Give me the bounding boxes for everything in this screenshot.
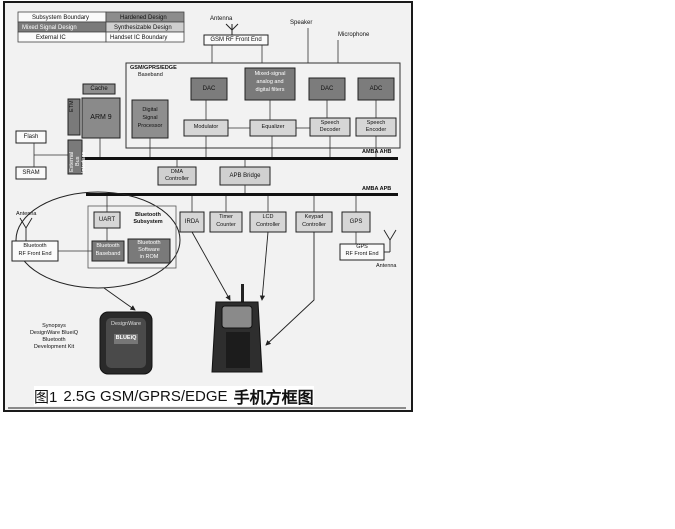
mixed-label-2: analog and: [256, 79, 284, 85]
antenna-left-label: Antenna: [16, 211, 37, 217]
caption-title-latin: 2.5G GSM/GPRS/EDGE: [63, 387, 228, 405]
baseband-boundary: [125, 62, 401, 149]
legend-external-ic: External IC: [36, 35, 66, 41]
dma-label-1: DMA: [170, 169, 184, 175]
kit-label-2: DesignWare BlueiQ: [29, 330, 79, 336]
speech-encoder-label-2: Encoder: [365, 127, 387, 133]
flash-label: Flash: [23, 134, 39, 140]
gps-label: GPS: [349, 219, 363, 225]
bt-software-label-2: Software: [138, 247, 160, 253]
antenna-top-icon: [225, 23, 239, 35]
equalizer-label: Equalizer: [261, 124, 285, 130]
cache-box: [82, 83, 116, 95]
subsystem-title: GSM/GPRS/EDGE: [130, 65, 177, 71]
legend-handset-ic: Handset IC Boundary: [110, 35, 168, 41]
sram-box: [15, 166, 47, 180]
bt-software-label-3: in ROM: [139, 254, 159, 260]
antenna-right-icon: [383, 229, 397, 253]
subsystem-subtitle: Baseband: [138, 72, 163, 78]
device-brand-label: DesignWare: [110, 321, 142, 327]
keypad-label-1: Keypad: [304, 214, 324, 220]
bt-software-box: [127, 238, 171, 264]
caption-title-cjk: 手机方框图: [233, 388, 314, 407]
legend: [17, 11, 185, 43]
gps-rf-label-2: RF Front End: [345, 251, 379, 257]
bluetooth-ellipse: [15, 191, 181, 289]
kit-label-4: Development Kit: [33, 344, 75, 350]
apb-bridge-label: APB Bridge: [229, 173, 261, 179]
ebi-label-3: Interface: [81, 151, 87, 173]
timer-label-1: Timer: [219, 214, 233, 220]
speech-decoder-label-1: Speech: [320, 120, 340, 126]
dev-kit-device: [99, 311, 153, 375]
amba-ahb-bus: [82, 157, 398, 160]
dsp-label-3: Processor: [137, 123, 163, 129]
antenna-left-icon: [19, 217, 33, 241]
bt-software-label-1: Bluetooth: [137, 240, 161, 246]
lcd-label-1: LCD: [262, 214, 274, 220]
uart-label: UART: [98, 217, 116, 223]
amba-apb-label: AMBA APB: [362, 186, 392, 192]
kit-label-1: Synopsys: [42, 323, 66, 329]
speech-encoder-label-1: Speech: [366, 120, 386, 126]
figure-caption: 图1 2.5G GSM/GPRS/EDGE 手机方框图: [34, 386, 314, 407]
device-badge-label: BLUEiQ: [115, 335, 137, 341]
bt-rf-label-1: Bluetooth: [23, 243, 47, 249]
bluetooth-subsystem-boundary: [87, 205, 177, 269]
legend-synthesizable: Synthesizable Design: [114, 25, 172, 31]
sram-label: SRAM: [22, 170, 40, 176]
speaker-label: Speaker: [290, 20, 313, 26]
bt-baseband-label-1: Bluetooth: [96, 243, 120, 249]
irda-label: IRDA: [184, 219, 200, 225]
gps-rf-label-1: GPS: [356, 244, 368, 250]
dac2-label: DAC: [320, 86, 334, 92]
dac1-label: DAC: [202, 86, 216, 92]
dsp-label-1: Digital: [142, 107, 158, 113]
adc-label: ADC: [369, 86, 383, 92]
bt-rf-label-2: RF Front End: [18, 251, 52, 257]
bt-subsystem-label-2: Subsystem: [133, 219, 163, 225]
etm-box: [67, 98, 81, 136]
legend-hardened-design: Hardened Design: [120, 15, 167, 21]
gsm-rf-label: GSM RF Front End: [210, 37, 262, 43]
amba-ahb-label: AMBA AHB: [362, 149, 392, 155]
mixed-label-1: Mixed-signal: [254, 71, 286, 77]
gsm-rf-front-end-box: [203, 34, 269, 46]
etm-label: ETM: [69, 100, 75, 112]
bt-subsystem-label-1: Bluetooth: [135, 212, 161, 218]
legend-subsystem-boundary: Subsystem Boundary: [32, 15, 90, 21]
kit-label-3: Bluetooth: [42, 337, 66, 343]
keypad-label-2: Controller: [302, 222, 326, 228]
dac1-box: [190, 77, 228, 101]
mobile-phone-image: [211, 284, 263, 373]
dsp-label-2: Signal: [142, 115, 158, 121]
mixed-label-3: digital filters: [255, 87, 285, 93]
figure-frame: [3, 1, 413, 412]
flash-box: [15, 130, 47, 144]
caption-figure-number: 图1: [34, 388, 58, 406]
microphone-label: Microphone: [338, 32, 370, 38]
legend-mixed-signal: Mixed Signal Design: [22, 25, 77, 31]
arm9-label: ARM 9: [90, 114, 112, 121]
bt-baseband-label-2: Baseband: [95, 251, 121, 257]
antenna-top-label: Antenna: [210, 16, 233, 22]
timer-label-2: Counter: [216, 222, 236, 228]
modulator-label: Modulator: [193, 124, 219, 130]
amba-apb-bus: [86, 193, 398, 196]
speech-decoder-label-2: Decoder: [319, 127, 341, 133]
arm9-box: [81, 97, 121, 139]
lcd-label-2: Controller: [256, 222, 280, 228]
antenna-right-label: Antenna: [376, 263, 397, 269]
cache-label: Cache: [90, 86, 108, 92]
dma-label-2: Controller: [165, 176, 189, 182]
